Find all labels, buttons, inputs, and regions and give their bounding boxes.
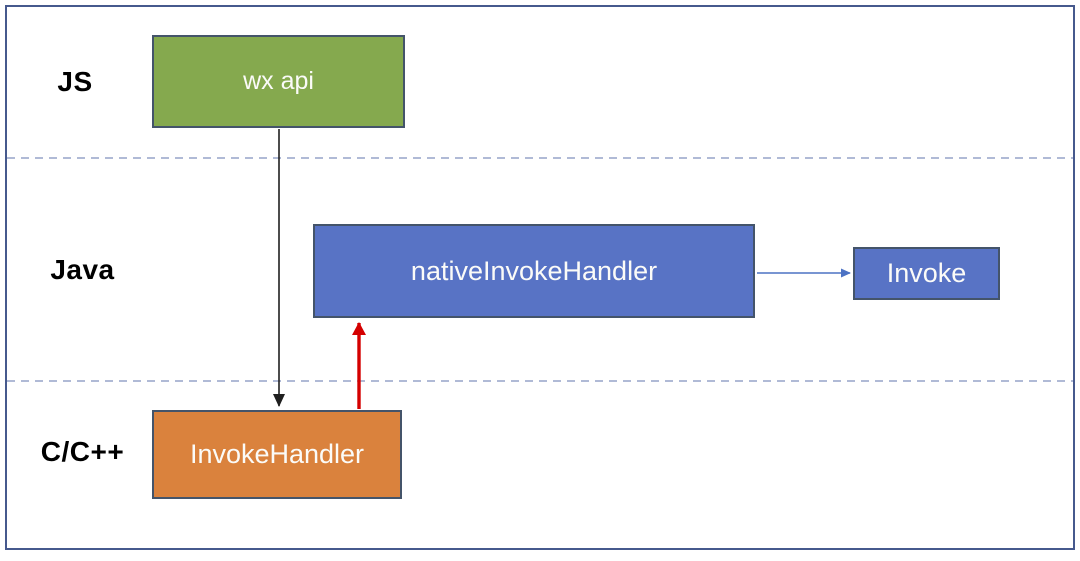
- lane-label-cpp: C/C++: [40, 436, 125, 467]
- node-native-invoke-handler-label: nativeInvokeHandler: [410, 255, 658, 286]
- lane-label-js: JS: [57, 66, 93, 97]
- node-wx-api-label: wx api: [243, 67, 314, 95]
- node-native-invoke-handler: nativeInvokeHandler: [313, 224, 755, 318]
- node-wx-api: wx api: [152, 35, 405, 128]
- node-invoke: Invoke: [853, 247, 1000, 300]
- node-invoke-label: Invoke: [886, 258, 967, 288]
- lane-label-java: Java: [50, 254, 115, 285]
- node-invoke-handler-label: InvokeHandler: [189, 439, 365, 469]
- node-invoke-handler: InvokeHandler: [152, 410, 402, 499]
